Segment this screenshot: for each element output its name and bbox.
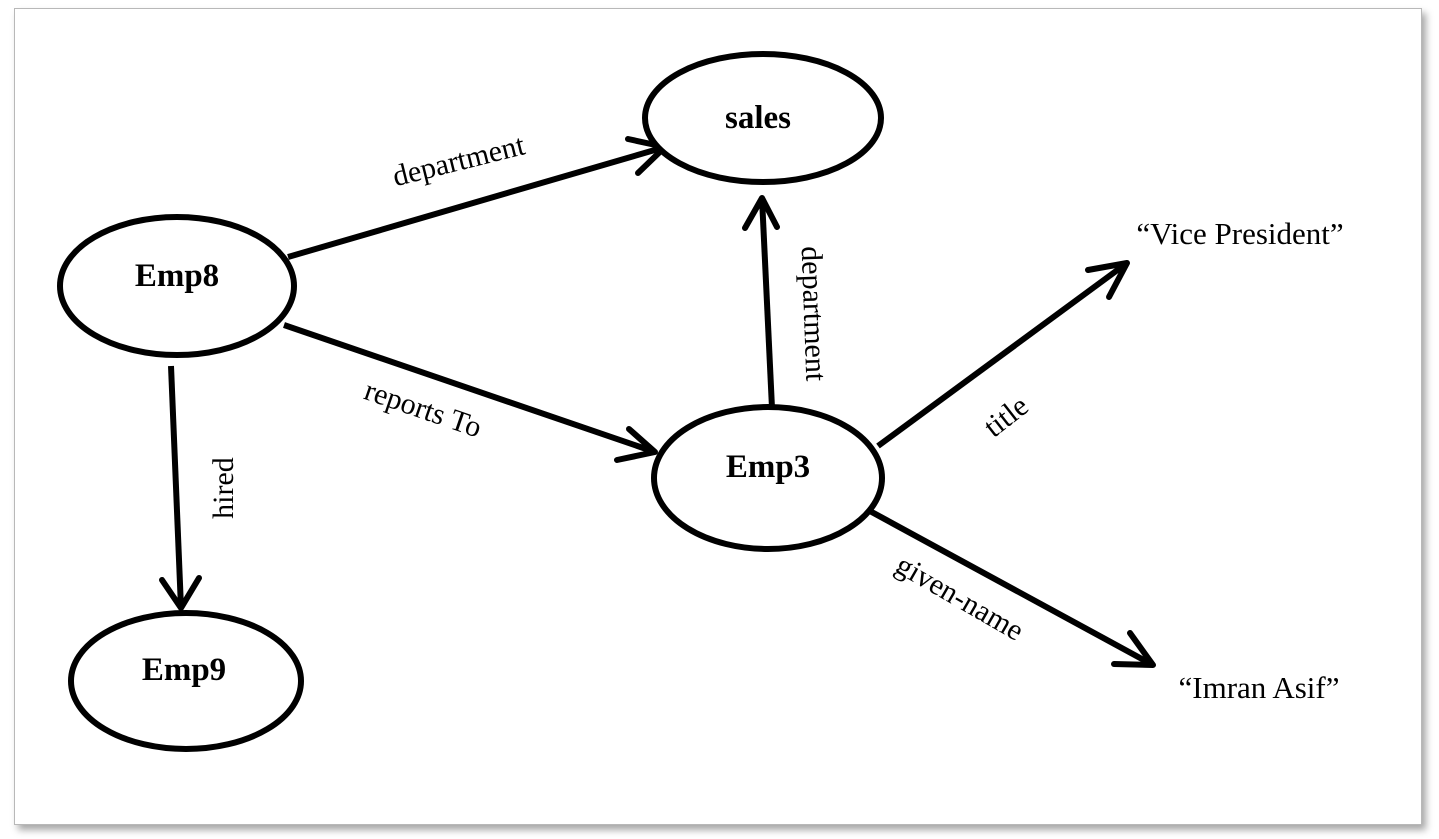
node-sales: sales [642, 51, 884, 185]
arrowhead-emp8-emp9 [159, 575, 202, 611]
node-emp8-shape [57, 214, 297, 358]
arrowhead-emp3-imranasif [1111, 630, 1156, 668]
edge-labels: department department reports To hired t… [207, 128, 1035, 647]
edge-label-emp3-department: department [795, 246, 833, 383]
edge-emp3-title-vicepresident [876, 260, 1129, 449]
literal-imran-asif: “Imran Asif” [1179, 670, 1340, 705]
arrowhead-emp3-sales [742, 195, 780, 231]
edge-label-title: title [978, 389, 1035, 444]
edge-label-reports-to: reports To [360, 374, 486, 445]
node-emp9-shape [68, 610, 304, 752]
edge-emp8-department-sales [287, 144, 666, 260]
nodes: sales Emp8 Emp3 Emp9 [57, 51, 885, 752]
node-emp8: Emp8 [57, 214, 297, 358]
literal-vice-president: “Vice President” [1136, 216, 1343, 251]
node-emp9: Emp9 [68, 610, 304, 752]
node-sales-shape [642, 51, 884, 185]
node-emp8-label: Emp8 [135, 258, 219, 294]
literals: “Vice President” “Imran Asif” [1136, 216, 1343, 705]
edge-label-hired: hired [207, 457, 240, 519]
arrowhead-emp8-emp3 [614, 426, 658, 463]
edge-emp3-givenname-imranasif [866, 507, 1155, 668]
edges [159, 136, 1156, 668]
edge-emp8-hired-emp9 [168, 365, 184, 609]
node-emp3-label: Emp3 [726, 449, 810, 485]
node-emp3: Emp3 [651, 404, 885, 552]
edge-emp8-reportsto-emp3 [283, 322, 656, 455]
node-emp9-label: Emp9 [142, 652, 226, 688]
edge-label-emp8-department: department [389, 128, 529, 193]
edge-emp3-department-sales [759, 197, 775, 409]
node-sales-label: sales [725, 100, 791, 136]
arrowhead-emp3-vicepresident [1085, 260, 1130, 300]
node-emp3-shape [651, 404, 885, 552]
